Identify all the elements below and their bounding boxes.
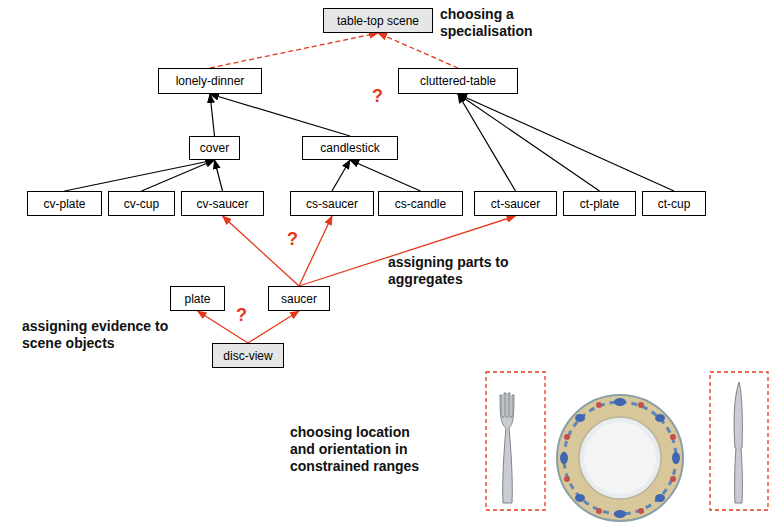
question-mark: ? [287, 231, 307, 248]
box-text: ct-cup [658, 197, 691, 211]
aggregate-box: lonely-dinner [158, 68, 262, 94]
aggregate-box: cover [189, 136, 240, 160]
part-box: ct-cup [642, 191, 706, 216]
object-box: saucer [268, 286, 330, 311]
assignment-arrow [299, 216, 332, 286]
question-mark: ? [372, 88, 392, 105]
part-of-arrow [210, 94, 350, 136]
box-text: lonely-dinner [176, 74, 245, 88]
plate-picture [557, 395, 683, 521]
knife [734, 382, 742, 503]
box-text: disc-view [223, 349, 272, 363]
box-text: cv-plate [43, 197, 85, 211]
part-of-arrow [458, 94, 600, 191]
part-box: cv-plate [27, 191, 102, 216]
evidence-box: disc-view [212, 343, 284, 368]
object-box: plate [170, 286, 225, 311]
question-mark: ? [236, 307, 256, 324]
range-box [486, 372, 545, 510]
fork [500, 393, 514, 503]
callout-text: choosing location and orientation in con… [290, 424, 435, 475]
box-text: cs-candle [395, 197, 446, 211]
part-box: cv-saucer [181, 191, 264, 216]
box-text: ct-plate [580, 197, 619, 211]
part-box: cs-saucer [290, 191, 374, 216]
part-box: ct-saucer [474, 191, 557, 216]
part-box: cv-cup [108, 191, 175, 216]
callout-text: assigning evidence to scene objects [22, 318, 170, 352]
assignment-arrow [210, 33, 378, 68]
box-text: plate [184, 292, 210, 306]
part-of-arrow [458, 94, 516, 191]
box-text: cluttered-table [420, 74, 496, 88]
part-of-arrow [350, 160, 421, 191]
box-text: ct-saucer [491, 197, 540, 211]
box-text: table-top scene [337, 14, 419, 28]
part-box: cs-candle [378, 191, 463, 216]
range-box [710, 372, 768, 510]
part-of-arrow [215, 160, 223, 191]
box-text: cv-saucer [196, 197, 248, 211]
assignment-arrow [248, 311, 299, 343]
assignment-arrow [223, 216, 300, 286]
aggregate-box: cluttered-table [398, 68, 518, 94]
box-text: cover [200, 141, 229, 155]
part-of-arrow [332, 160, 350, 191]
part-box: ct-plate [563, 191, 636, 216]
callout-text: choosing a specialisation [440, 6, 552, 40]
box-text: saucer [281, 292, 317, 306]
part-of-arrow [65, 160, 215, 191]
part-of-arrow [458, 94, 674, 191]
callout-text: assigning parts to aggregates [388, 254, 556, 288]
box-text: candlestick [320, 141, 379, 155]
box-text: cs-saucer [306, 197, 358, 211]
part-of-arrow [210, 94, 215, 136]
part-of-arrow [142, 160, 215, 191]
scene-concept-box: table-top scene [323, 8, 433, 33]
box-text: cv-cup [124, 197, 159, 211]
aggregate-box: candlestick [302, 136, 398, 160]
